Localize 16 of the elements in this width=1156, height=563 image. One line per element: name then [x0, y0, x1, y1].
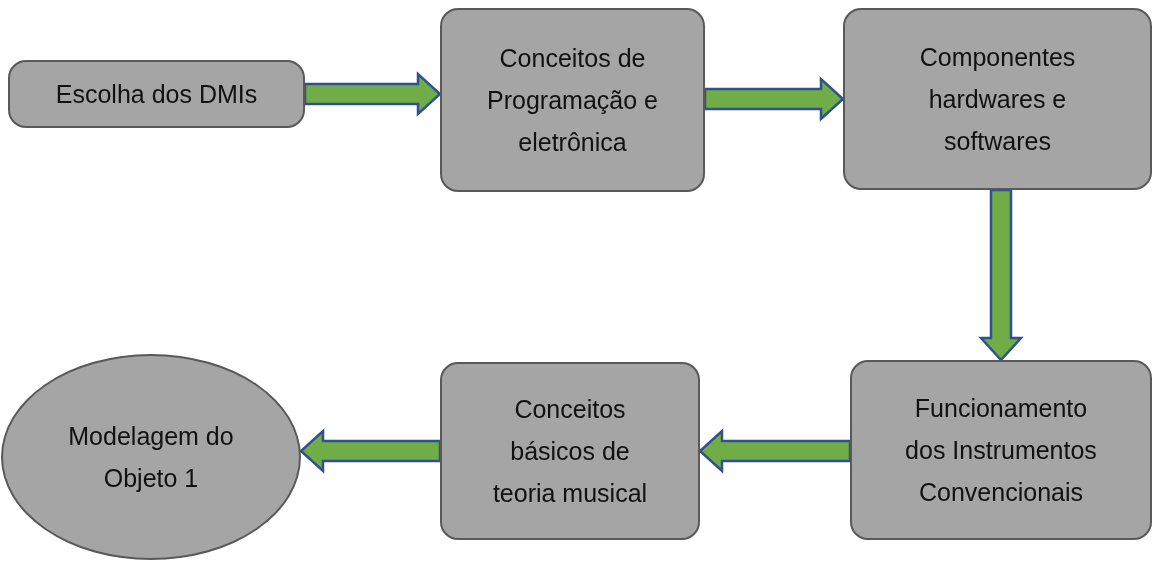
- node-text: Componentes hardwares e softwares: [918, 42, 1077, 157]
- block-arrow: [978, 188, 1024, 362]
- node-text: Funcionamento dos Instrumentos Convencionais: [904, 393, 1098, 508]
- block-arrow: [703, 76, 845, 122]
- process-box: [440, 8, 705, 192]
- block-arrow: [303, 71, 442, 117]
- process-box: [8, 60, 305, 128]
- node-text: Modelagem do Objeto 1: [67, 421, 235, 494]
- process-box: [440, 362, 700, 540]
- node-text: Conceitos básicos de teoria musical: [491, 394, 649, 509]
- node-text: Escolha dos DMIs: [54, 79, 259, 110]
- node-text: Conceitos de Programação e eletrônica: [486, 43, 659, 158]
- process-box: [850, 360, 1152, 540]
- block-arrow: [698, 428, 852, 474]
- process-box: [843, 8, 1152, 190]
- block-arrow: [299, 428, 442, 474]
